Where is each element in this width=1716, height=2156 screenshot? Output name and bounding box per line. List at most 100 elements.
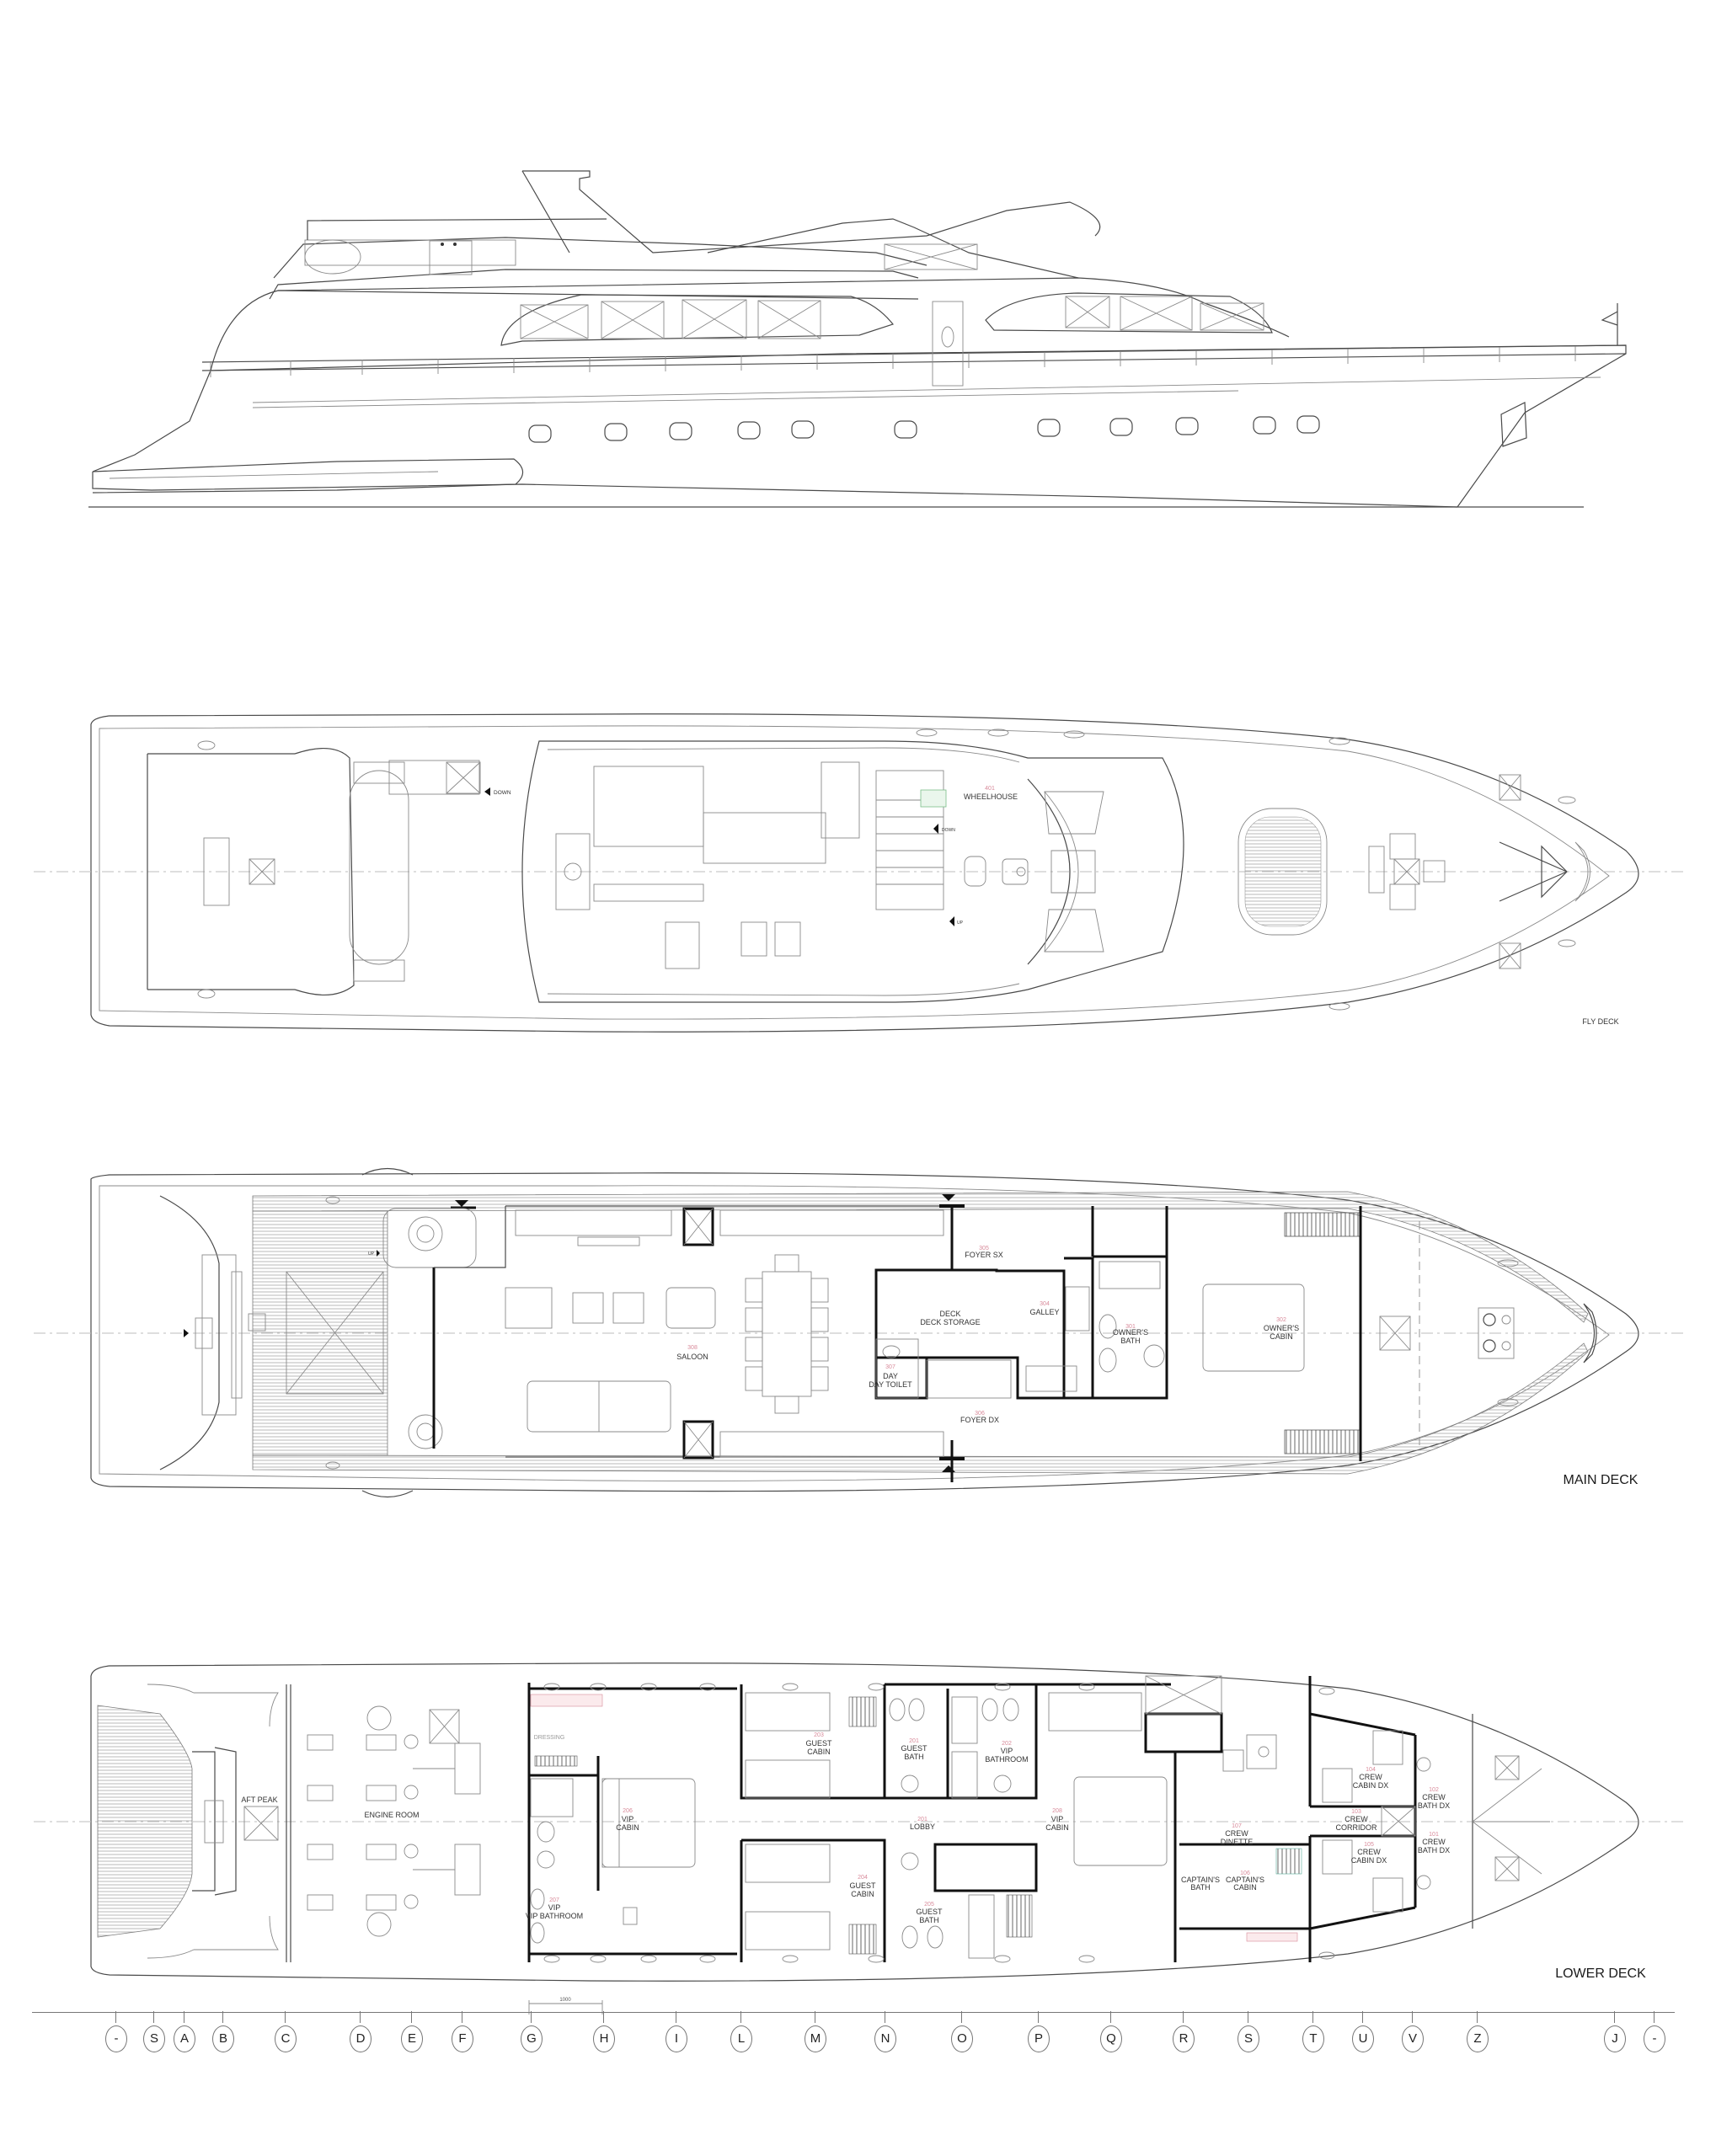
- room-number-307: 307: [885, 1364, 895, 1370]
- room-number-302: 302: [1276, 1317, 1286, 1323]
- room-label-owners-bath: BATH: [1120, 1337, 1140, 1345]
- station-tick: [285, 2011, 286, 2023]
- station-marker: C: [275, 2025, 297, 2052]
- room-label-guest-cabin-ps: CABIN: [851, 1890, 874, 1898]
- room-label-day-toilet-1: DAY: [883, 1372, 898, 1380]
- station-tick: [531, 2011, 532, 2023]
- room-label-crew-cabin-dx-ps-1: CREW: [1357, 1848, 1381, 1856]
- fly-deck-plan: DOWN DOWN UP 401 WHEELHOUSE: [34, 713, 1685, 1033]
- room-label-guest-cabin-sb-1: GUEST: [805, 1739, 832, 1748]
- room-label-day-toilet: DAY TOILET: [869, 1380, 912, 1389]
- station-marker: T: [1302, 2025, 1324, 2052]
- room-label-crew-dinette: DINETTE: [1221, 1838, 1254, 1846]
- main-deck-up-annotation: UP: [368, 1251, 375, 1257]
- room-label-foyer-sx: FOYER SX: [965, 1251, 1003, 1259]
- station-tick: [222, 2011, 223, 2023]
- station-marker: M: [805, 2025, 826, 2052]
- room-number-306: 306: [975, 1411, 985, 1417]
- room-label-dressing: DRESSING: [534, 1735, 565, 1741]
- room-label-owners-cabin: CABIN: [1270, 1332, 1293, 1341]
- station-marker: D: [350, 2025, 372, 2052]
- room-label-foyer-dx: FOYER DX: [960, 1416, 999, 1424]
- room-label-vip-cabin-aft-1: VIP: [622, 1815, 634, 1823]
- room-number-lobby: 201: [917, 1817, 927, 1822]
- room-label-captains-bath: BATH: [1190, 1883, 1210, 1892]
- room-label-vip-cabin-fwd: CABIN: [1045, 1823, 1069, 1832]
- station-marker: V: [1402, 2025, 1424, 2052]
- station-tick: [1038, 2011, 1039, 2023]
- station-ruler-line: [32, 2012, 1675, 2013]
- room-number-202: 202: [1002, 1741, 1012, 1747]
- room-number-105: 105: [1364, 1842, 1374, 1848]
- fly-deck-down-annotation-2: DOWN: [942, 828, 955, 833]
- station-tick: [1183, 2011, 1184, 2023]
- room-label-captains-bath-1: CAPTAIN'S: [1181, 1876, 1220, 1884]
- room-label-crew-bath-dx-ps: BATH DX: [1418, 1846, 1450, 1854]
- room-number-208: 208: [1052, 1808, 1062, 1814]
- station-marker: B: [212, 2025, 234, 2052]
- station-tick: [115, 2011, 116, 2023]
- room-label-guest-bath-sb: BATH: [904, 1753, 923, 1761]
- room-label-aft-peak: AFT PEAK: [241, 1796, 277, 1804]
- station-marker: I: [666, 2025, 687, 2052]
- station-marker: E: [401, 2025, 423, 2052]
- room-label-crew-bath-dx-sb-1: CREW: [1422, 1793, 1446, 1801]
- station-marker: U: [1352, 2025, 1374, 2052]
- fly-deck-up-annotation: UP: [957, 921, 964, 926]
- room-number-204: 204: [858, 1875, 868, 1881]
- room-label-saloon: SALOON: [676, 1353, 708, 1361]
- station-tick: [961, 2011, 962, 2023]
- lower-deck-plan: AFT PEAK ENGINE ROOM DRESSING: [34, 1662, 1685, 1982]
- room-label-captains-cabin-1: CAPTAIN'S: [1226, 1876, 1264, 1884]
- room-label-guest-cabin-sb: CABIN: [807, 1748, 831, 1756]
- room-number-207: 207: [549, 1897, 559, 1903]
- station-tick: [411, 2011, 412, 2023]
- station-marker: G: [521, 2025, 543, 2052]
- station-marker: N: [874, 2025, 896, 2052]
- station-tick: [153, 2011, 154, 2023]
- station-tick: [603, 2011, 604, 2023]
- room-number-102: 102: [1429, 1787, 1439, 1793]
- station-tick: [1477, 2011, 1478, 2023]
- station-ruler: - S A B C D E F G H I L M N O P Q R S T …: [0, 2004, 1716, 2055]
- profile-view: [88, 170, 1627, 508]
- fly-deck-title: FLY DECK: [1582, 1017, 1618, 1026]
- station-tick: [1412, 2011, 1413, 2023]
- room-label-deck-storage-1: DECK: [939, 1310, 960, 1318]
- station-marker: -: [1644, 2025, 1665, 2052]
- station-tick: [1110, 2011, 1111, 2023]
- room-label-guest-bath-sb-1: GUEST: [901, 1744, 927, 1753]
- room-number-206: 206: [623, 1808, 633, 1814]
- room-label-vip-bathroom-aft: VIP BATHROOM: [526, 1912, 583, 1920]
- room-number-304: 304: [1040, 1301, 1050, 1307]
- room-label-wheelhouse: WHEELHOUSE: [964, 792, 1018, 801]
- room-label-galley: GALLEY: [1029, 1308, 1059, 1316]
- station-marker: O: [951, 2025, 973, 2052]
- scale-bar-label: 1000: [559, 1998, 571, 2003]
- main-deck-title: MAIN DECK: [1564, 1473, 1638, 1487]
- room-number-205: 205: [924, 1902, 934, 1908]
- station-tick: [1362, 2011, 1363, 2023]
- room-label-vip-cabin-fwd-1: VIP: [1051, 1815, 1064, 1823]
- room-label-vip-bathroom-aft-1: VIP: [548, 1903, 561, 1912]
- lower-deck-title: LOWER DECK: [1555, 1967, 1646, 1981]
- station-marker: S: [143, 2025, 165, 2052]
- room-label-crew-dinette-1: CREW: [1225, 1829, 1248, 1838]
- room-label-crew-bath-dx-sb: BATH DX: [1418, 1801, 1450, 1810]
- room-label-crew-cabin-dx-ps: CABIN DX: [1351, 1856, 1387, 1865]
- station-tick: [1312, 2011, 1313, 2023]
- room-label-owners-bath-1: OWNER'S: [1113, 1328, 1148, 1337]
- room-label-vip-bathroom-fwd: BATHROOM: [985, 1755, 1028, 1764]
- room-label-guest-bath-ps-1: GUEST: [916, 1908, 943, 1916]
- room-number-101: 101: [1429, 1832, 1439, 1838]
- room-number-104: 104: [1366, 1767, 1376, 1773]
- room-number-203: 203: [814, 1732, 824, 1738]
- station-marker: A: [174, 2025, 195, 2052]
- main-deck-plan: UP 308 SALOON: [34, 1167, 1685, 1498]
- room-label-crew-corridor: CORRIDOR: [1336, 1823, 1377, 1832]
- station-tick: [1654, 2011, 1655, 2023]
- station-tick: [1614, 2011, 1615, 2023]
- station-marker: J: [1604, 2025, 1626, 2052]
- room-label-guest-cabin-ps-1: GUEST: [849, 1881, 876, 1890]
- room-number-201: 201: [909, 1738, 919, 1744]
